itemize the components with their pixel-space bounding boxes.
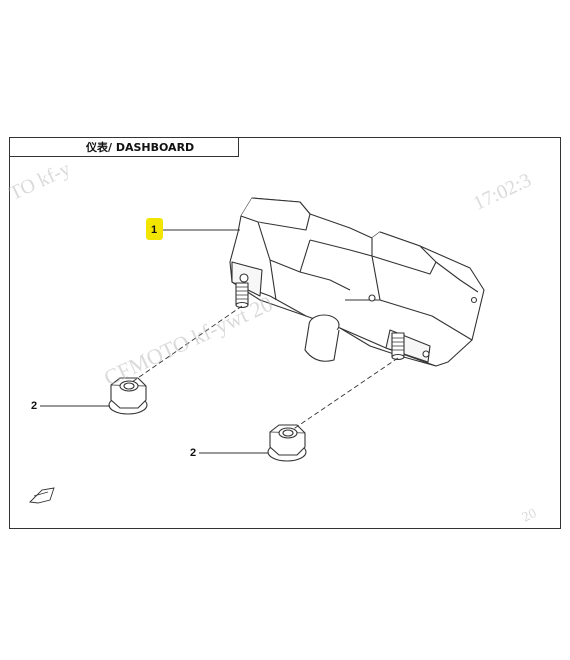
diagram-title: 仪表/ DASHBOARD <box>86 141 195 154</box>
callout-1-highlight <box>146 218 163 240</box>
callout-label-2-right[interactable]: 2 <box>190 447 197 459</box>
assembly-line-left <box>131 305 243 383</box>
flange-nut-left <box>108 377 148 415</box>
flange-nut-right <box>267 424 307 462</box>
stud-right <box>391 332 405 361</box>
title-box <box>9 137 239 157</box>
stud-left <box>235 282 249 309</box>
callout-label-1[interactable]: 1 <box>151 224 158 236</box>
callout-label-2-left[interactable]: 2 <box>31 400 38 412</box>
dashboard-housing <box>229 197 485 367</box>
diagram-frame <box>9 137 561 529</box>
assembly-line-right <box>291 357 399 431</box>
fwd-arrow-icon <box>29 487 55 504</box>
